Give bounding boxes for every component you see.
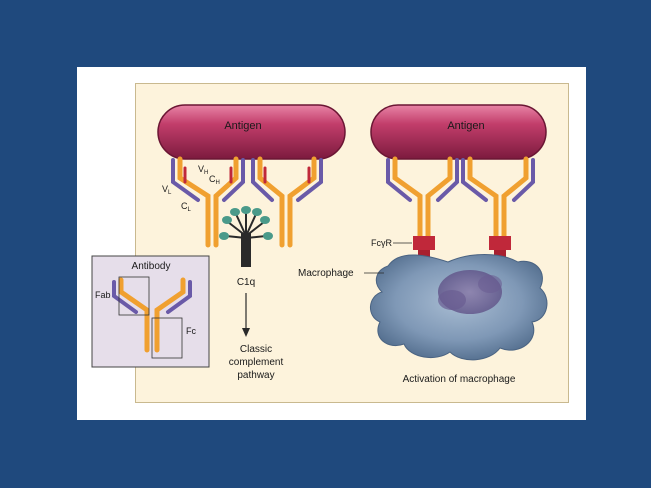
vl-label: VL <box>162 184 172 196</box>
macrophage-cell <box>370 254 548 361</box>
fab-label: Fab <box>95 290 111 300</box>
ch-label: CH <box>209 174 220 186</box>
classic-line-2: complement <box>229 357 284 368</box>
cl-label: CL <box>181 201 192 213</box>
antibody-right-1 <box>386 156 459 241</box>
antigen-right-label: Antigen <box>447 120 484 132</box>
antigen-left-label: Antigen <box>224 120 261 132</box>
classic-line-1: Classic <box>240 344 272 355</box>
antibody-left-2 <box>251 156 323 248</box>
c1q-molecule <box>219 206 273 267</box>
activation-label: Activation of macrophage <box>403 374 516 385</box>
c1q-label: C1q <box>237 277 255 288</box>
fc-label: Fc <box>186 326 196 336</box>
inset-title: Antibody <box>132 261 171 272</box>
antigen-right: Antigen <box>370 104 547 160</box>
antibody-right-2 <box>461 156 535 241</box>
macrophage-label: Macrophage <box>298 268 354 279</box>
antibody-inset: Antibody Fab Fc <box>91 255 210 368</box>
antigen-left: Antigen <box>157 104 346 160</box>
classic-line-3: pathway <box>237 370 274 381</box>
vh-label: VH <box>198 164 208 176</box>
fcgr-label: FcγR <box>371 238 392 248</box>
antibody-left-1 <box>171 156 245 248</box>
pathway-arrow <box>242 293 250 337</box>
